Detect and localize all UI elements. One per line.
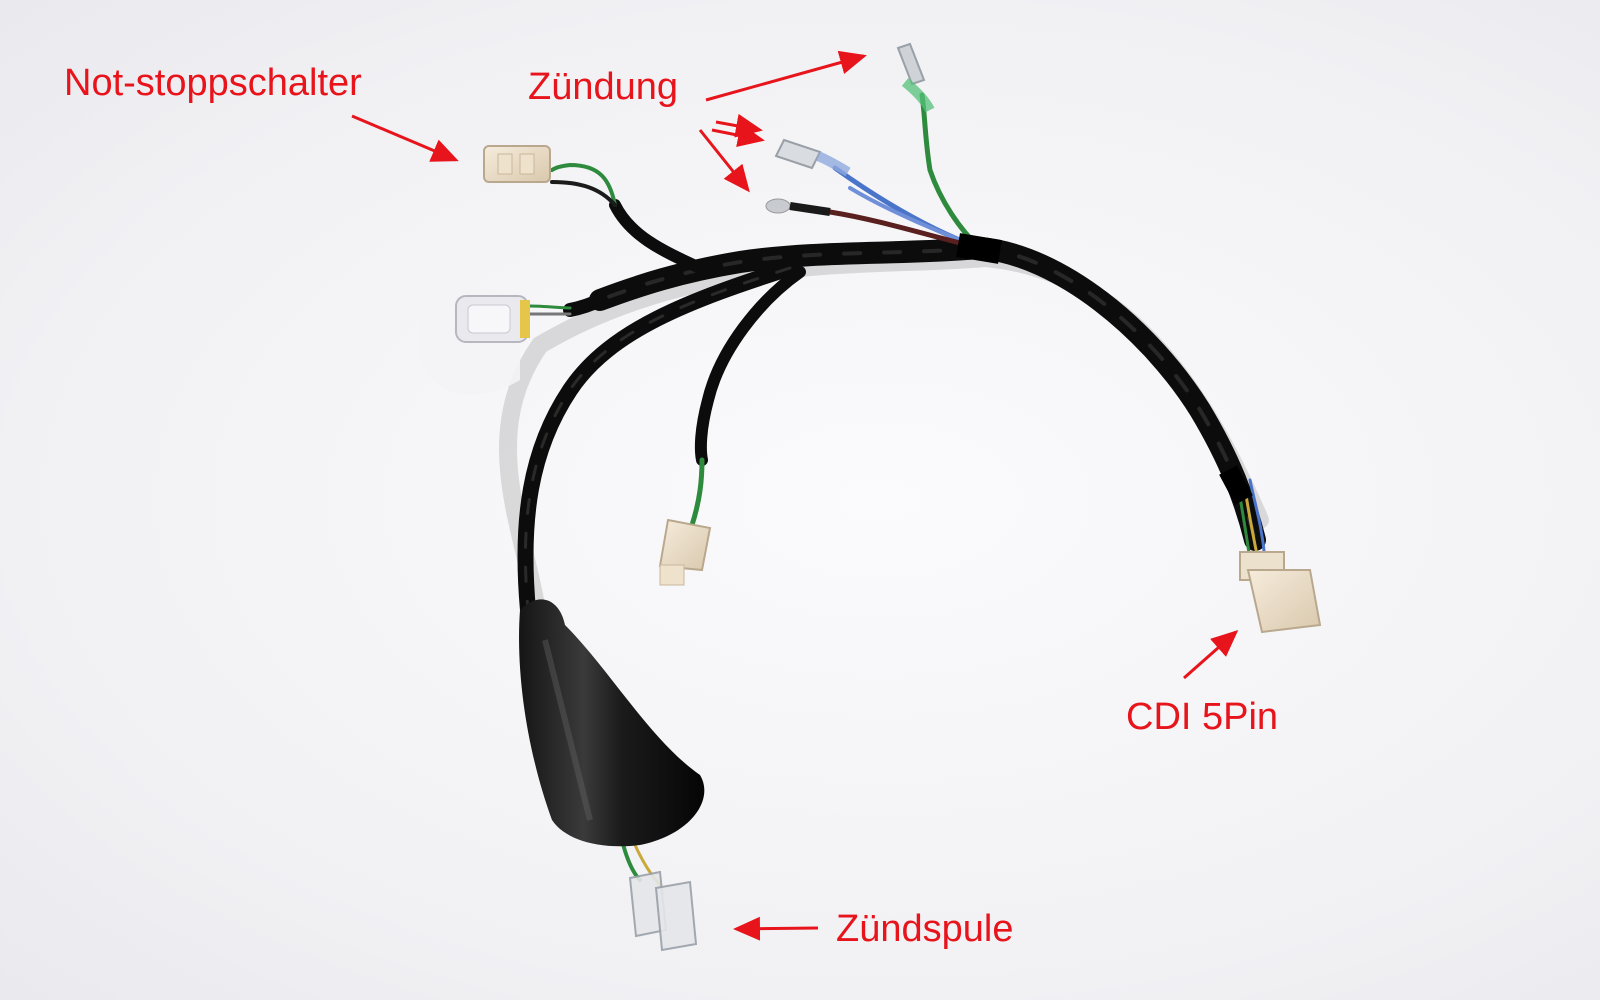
kill-switch-connector [483,145,551,183]
label-cdi: CDI 5Pin [1126,696,1279,738]
arrow-icon [1183,630,1239,680]
rubber-boot [519,599,705,847]
arrow-icon [711,123,765,148]
annotation-arrows [351,50,1239,941]
middle-connector [658,518,712,586]
coil-terminals [628,870,698,952]
arrow-icon [351,114,459,162]
label-ignition: Zündung [528,66,679,108]
label-ignition-coil: Zündspule [836,908,1014,950]
white-plug-connector [420,281,530,395]
arrow-icon [698,129,750,193]
arrow-icon [733,916,819,941]
ignition-terminals [765,42,935,216]
tape-wraps [956,233,1253,505]
cdi-connector [1239,551,1322,634]
arrow-icon [705,50,867,102]
arrow-icon [715,113,763,138]
label-kill-switch: Not-stoppschalter [64,62,362,104]
